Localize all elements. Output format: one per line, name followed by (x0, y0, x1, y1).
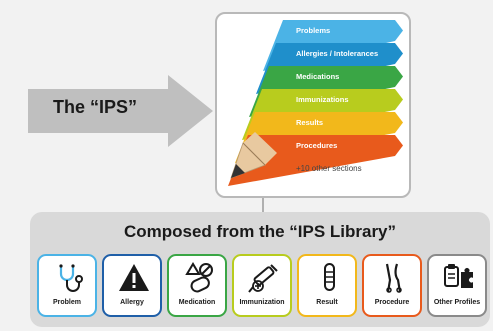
connector-line (262, 198, 264, 212)
ips-arrow-shape (28, 75, 213, 147)
library-tile-medication: Medication (167, 254, 227, 317)
stethoscope-icon (59, 264, 83, 292)
library-tile-problem: Problem (37, 254, 97, 317)
library-tile-allergy: Allergy (102, 254, 162, 317)
section-label: Procedures (296, 141, 338, 150)
test-tube-icon (324, 263, 335, 291)
pencil-wood (243, 132, 277, 165)
section-label: Medications (296, 72, 340, 81)
pencil-icon (228, 20, 403, 186)
warning-icon (119, 264, 149, 291)
section-label: Allergies / Intolerances (296, 49, 379, 58)
tile-label: Problem (52, 299, 81, 306)
other-sections-label: +10 other sections (296, 164, 362, 173)
library-tile-other-profiles: Other Profiles (427, 254, 487, 317)
tile-label: Other Profiles (433, 299, 481, 306)
tile-label: Medication (178, 299, 216, 306)
incoming-arrow-icon (0, 158, 14, 190)
tile-label: Procedure (374, 299, 410, 306)
clipboard-puzzle-icon (444, 264, 473, 288)
pills-icon (185, 262, 213, 293)
library-tile-result: Result (297, 254, 357, 317)
scalpel-icon (385, 263, 402, 293)
section-label: Problems (296, 26, 331, 35)
library-tile-procedure: Procedure (362, 254, 422, 317)
pencil-stripe (228, 135, 403, 186)
tile-label: Result (316, 299, 338, 306)
tile-label: Allergy (120, 299, 144, 306)
section-label: Immunizations (296, 95, 349, 104)
syringe-icon (248, 264, 278, 293)
library-title: Composed from the “IPS Library” (123, 222, 397, 241)
ips-label: The “IPS” (52, 97, 137, 117)
section-label: Results (296, 118, 324, 127)
tile-label: Immunization (239, 299, 285, 306)
library-tile-immunization: Immunization (232, 254, 292, 317)
